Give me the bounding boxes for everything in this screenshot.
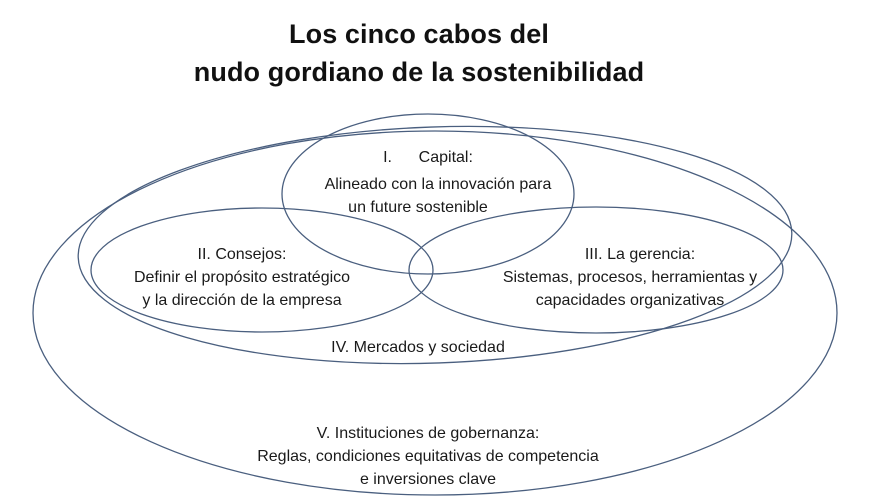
- gerencia-line-1: Sistemas, procesos, herramientas y: [502, 269, 758, 286]
- instituciones-line-1: Reglas, condiciones equitativas de compe…: [257, 448, 599, 465]
- consejos-line-1: Definir el propósito estratégico: [133, 269, 351, 286]
- capital-line-1: Alineado con la innovación para: [324, 176, 552, 193]
- capital-line-2: un future sostenible: [348, 199, 488, 216]
- capital-circle: [281, 113, 575, 275]
- consejos-circle: [90, 207, 434, 333]
- instituciones-ellipse: [32, 130, 838, 496]
- gerencia-heading: III. La gerencia:: [584, 246, 696, 263]
- mercados-heading: IV. Mercados y sociedad: [331, 339, 505, 356]
- instituciones-heading: V. Instituciones de gobernanza:: [316, 425, 540, 442]
- instituciones-line-2: e inversiones clave: [359, 471, 497, 488]
- mercados-ellipse: [77, 125, 793, 365]
- gerencia-line-2: capacidades organizativas: [535, 292, 725, 309]
- consejos-heading: II. Consejos:: [197, 246, 287, 263]
- diagram-title-line-1: Los cinco cabos del: [289, 19, 549, 49]
- gerencia-circle: [408, 206, 784, 334]
- diagram-title-line-2: nudo gordiano de la sostenibilidad: [193, 57, 645, 87]
- consejos-line-2: y la dirección de la empresa: [142, 292, 342, 309]
- capital-heading: I. Capital:: [383, 149, 473, 166]
